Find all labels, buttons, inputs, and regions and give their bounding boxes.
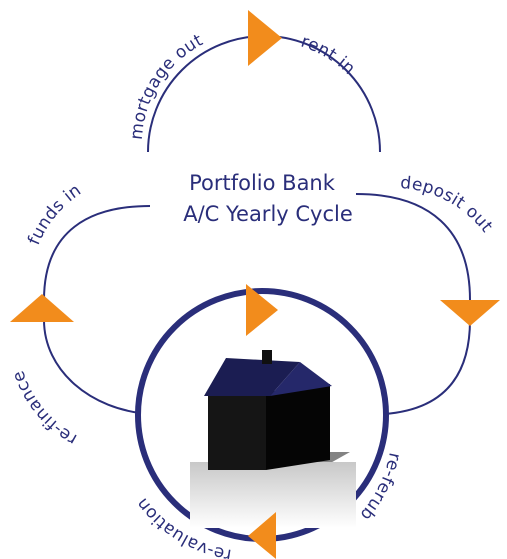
arrow-icon-top — [248, 10, 282, 66]
title-line2: A/C Yearly Cycle — [183, 202, 353, 226]
right-arc — [355, 193, 471, 301]
arrow-icon-circle-top — [246, 284, 278, 336]
lower-left-arc — [43, 319, 151, 415]
lower-right-arc — [383, 319, 471, 415]
arrow-icon-right — [440, 300, 500, 326]
title-line1: Portfolio Bank — [189, 171, 336, 195]
label-mortgage-out: mortgage out — [127, 30, 207, 140]
label-funds-in: funds in — [24, 180, 85, 248]
left-arc — [43, 205, 151, 301]
label-rent-in: rent in — [298, 32, 359, 79]
arrow-icon-circle-bottom — [248, 512, 276, 559]
arrow-icon-left — [10, 294, 74, 322]
